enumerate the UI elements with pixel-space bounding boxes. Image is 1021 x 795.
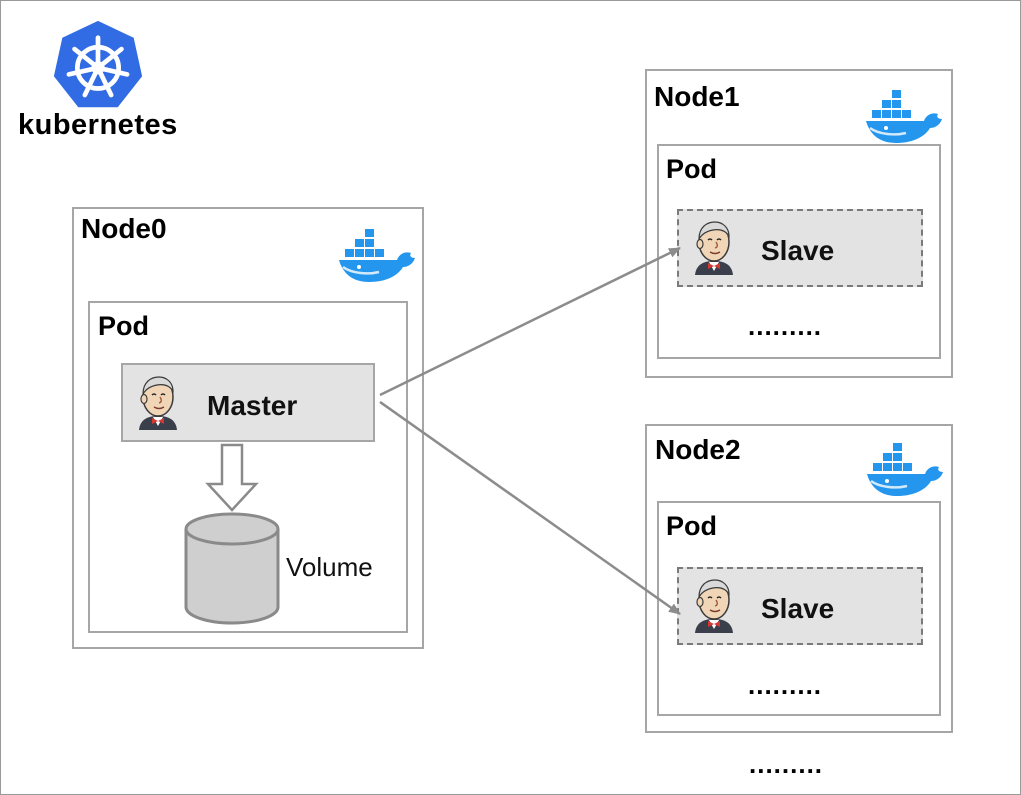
kubernetes-logo-icon <box>53 20 143 108</box>
volume-label: Volume <box>286 552 373 582</box>
node1-pod-title: Pod <box>666 154 717 184</box>
volume-cylinder-icon <box>184 512 280 625</box>
node2-title: Node2 <box>655 434 741 465</box>
master-to-node2-arrow <box>379 400 681 616</box>
kubernetes-logo-text: kubernetes <box>18 109 178 141</box>
node0-title: Node0 <box>81 213 167 244</box>
node2-pod-title: Pod <box>666 511 717 541</box>
node2-slave-label: Slave <box>761 593 835 624</box>
node0-pod-title: Pod <box>98 311 149 341</box>
master-to-node1-arrow <box>379 246 681 397</box>
down-arrow-icon <box>205 443 259 512</box>
more-nodes-ellipsis: ......... <box>749 749 824 779</box>
node1-ellipsis: ......... <box>748 311 823 341</box>
master-label: Master <box>207 390 298 421</box>
node1-slave-label: Slave <box>761 235 835 266</box>
node1-title: Node1 <box>654 81 740 112</box>
node2-ellipsis: ......... <box>748 670 823 700</box>
